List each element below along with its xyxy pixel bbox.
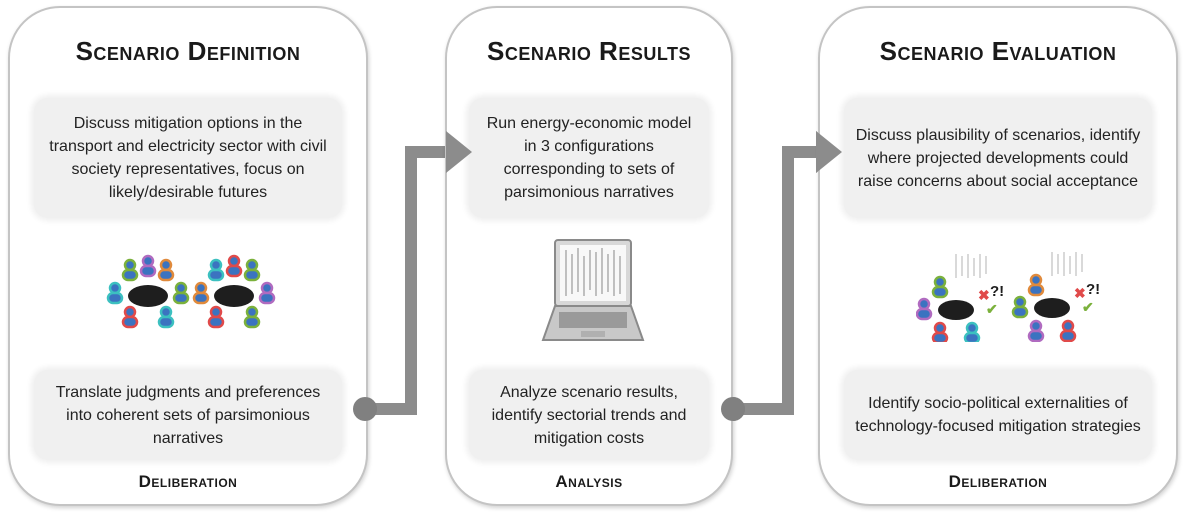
panel-title: Scenario Evaluation xyxy=(879,36,1117,66)
group-evaluation-icon: ✖ ?! ✔ ✖ ?! ✔ xyxy=(916,252,1100,342)
panel-footer: Deliberation xyxy=(948,472,1048,491)
svg-text:?!: ?! xyxy=(990,283,1004,300)
top-text-box: Run energy-economic model in 3 configura… xyxy=(469,98,709,218)
panel-scenario-results: Scenario Results Run energy-economic mod… xyxy=(445,6,733,506)
panel-footer: Analysis xyxy=(555,472,623,491)
panel-title: Scenario Definition xyxy=(75,36,301,66)
panel-scenario-evaluation: Scenario Evaluation Discuss plausibility… xyxy=(818,6,1178,506)
bottom-text-box: Translate judgments and preferences into… xyxy=(34,370,342,460)
svg-text:✔: ✔ xyxy=(1082,299,1094,315)
bottom-text-box: Analyze scenario results, identify secto… xyxy=(469,370,709,460)
svg-text:✔: ✔ xyxy=(986,301,998,317)
svg-text:?!: ?! xyxy=(1086,281,1100,298)
svg-text:✖: ✖ xyxy=(1074,285,1086,301)
group-meeting-icon xyxy=(106,254,276,329)
top-text-box: Discuss mitigation options in the transp… xyxy=(34,98,342,218)
svg-text:✖: ✖ xyxy=(978,287,990,303)
bottom-text-box: Identify socio-political externalities o… xyxy=(844,370,1152,460)
laptop-icon xyxy=(541,239,645,341)
panel-scenario-definition: Scenario Definition Discuss mitigation o… xyxy=(8,6,368,506)
panel-title: Scenario Results xyxy=(486,36,692,66)
top-text-box: Discuss plausibility of scenarios, ident… xyxy=(844,98,1152,218)
panel-footer: Deliberation xyxy=(138,472,238,491)
